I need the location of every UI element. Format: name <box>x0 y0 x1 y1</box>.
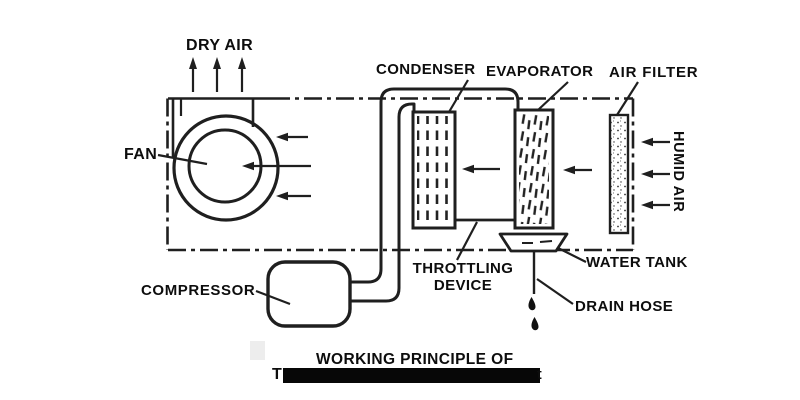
label-compressor: COMPRESSOR <box>141 282 256 299</box>
water-tank <box>498 232 569 253</box>
evaporator <box>513 108 555 230</box>
label-air-filter: AIR FILTER <box>609 64 699 81</box>
caption-line1: WORKING PRINCIPLE OF <box>316 351 514 368</box>
label-water-tank: WATER TANK <box>586 254 688 271</box>
label-dry-air: DRY AIR <box>186 37 254 54</box>
fan <box>171 99 280 222</box>
label-condenser: CONDENSER <box>376 61 476 78</box>
air-filter <box>608 113 630 235</box>
caption-line2-end: t <box>536 366 542 383</box>
water-drops <box>528 297 539 331</box>
water-tank-leader-line <box>557 247 587 263</box>
airflow-arrows-coils <box>462 164 592 175</box>
label-drain-hose: DRAIN HOSE <box>575 298 674 315</box>
refrigerant-pipes <box>348 87 520 303</box>
caption-line2: T t <box>272 366 542 384</box>
dry-air-arrows <box>189 57 246 92</box>
throttling-leader-line <box>456 221 478 261</box>
label-fan: FAN <box>124 146 158 163</box>
label-throttling-device: THROTTLING DEVICE <box>412 260 514 294</box>
drain-hose <box>532 251 574 305</box>
humid-air-arrows <box>641 137 670 210</box>
label-evaporator: EVAPORATOR <box>486 63 594 80</box>
scan-artifact <box>250 341 265 360</box>
airflow-arrows-fan <box>242 132 311 201</box>
condenser <box>411 110 457 230</box>
compressor <box>266 260 352 328</box>
fan-leader-line <box>157 153 208 166</box>
caption-line2-start: T <box>272 366 282 383</box>
evaporator-leader-line <box>537 81 569 111</box>
caption-redaction-bar <box>282 368 540 383</box>
condenser-leader-line <box>448 79 469 113</box>
compressor-leader-line <box>255 289 291 306</box>
air-filter-leader-line <box>616 81 639 116</box>
label-humid-air: HUMID AIR <box>670 131 686 213</box>
drain-hose-leader-line <box>536 278 574 305</box>
